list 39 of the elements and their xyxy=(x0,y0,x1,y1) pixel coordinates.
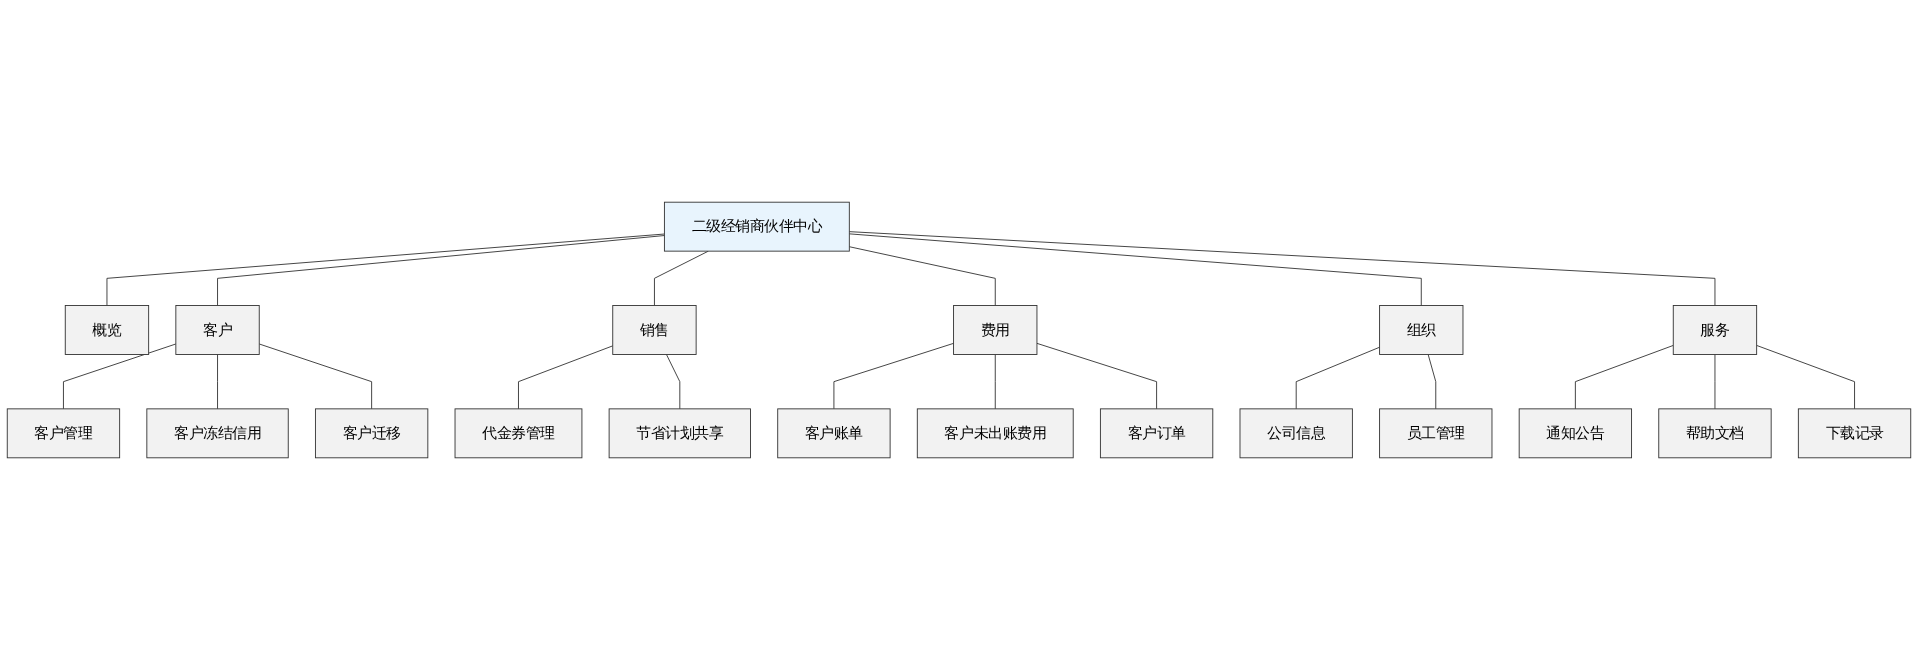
node-box: 组织 xyxy=(1379,305,1464,355)
node-box: 费用 xyxy=(953,305,1038,355)
node-box: 二级经销商伙伴中心 xyxy=(663,201,850,252)
connector xyxy=(848,246,996,306)
node-box: 通知公告 xyxy=(1518,408,1633,459)
node-box: 客户冻结信用 xyxy=(146,408,289,459)
node-box: 客户迁移 xyxy=(315,408,429,459)
connector xyxy=(1295,346,1381,410)
node-box: 客户 xyxy=(175,305,260,355)
node-box: 代金券管理 xyxy=(454,408,583,459)
node-box: 下载记录 xyxy=(1797,408,1912,459)
connector xyxy=(106,233,665,306)
connector xyxy=(1427,354,1437,410)
connector xyxy=(654,250,709,306)
node-box: 概览 xyxy=(64,305,150,355)
node-box: 销售 xyxy=(612,305,697,355)
connector xyxy=(1714,354,1716,410)
node-box: 客户订单 xyxy=(1099,408,1214,459)
connector xyxy=(1756,344,1855,410)
node-box: 帮助文档 xyxy=(1658,408,1772,459)
connector xyxy=(217,354,218,410)
connector xyxy=(848,233,1422,306)
node-box: 客户未出账费用 xyxy=(916,408,1074,459)
connector xyxy=(848,231,1716,306)
connector xyxy=(518,345,614,410)
connector xyxy=(994,354,996,410)
node-box: 客户账单 xyxy=(777,408,891,459)
node-box: 公司信息 xyxy=(1239,408,1353,459)
connector xyxy=(1036,342,1158,410)
connector xyxy=(258,343,373,410)
node-box: 节省计划共享 xyxy=(608,408,751,459)
node-box: 服务 xyxy=(1672,305,1758,355)
node-box: 员工管理 xyxy=(1379,408,1493,459)
connector xyxy=(833,342,954,410)
connector xyxy=(63,343,177,410)
connector xyxy=(666,354,681,410)
node-box: 客户管理 xyxy=(6,408,121,459)
connector xyxy=(217,235,665,306)
connector xyxy=(1574,344,1674,410)
